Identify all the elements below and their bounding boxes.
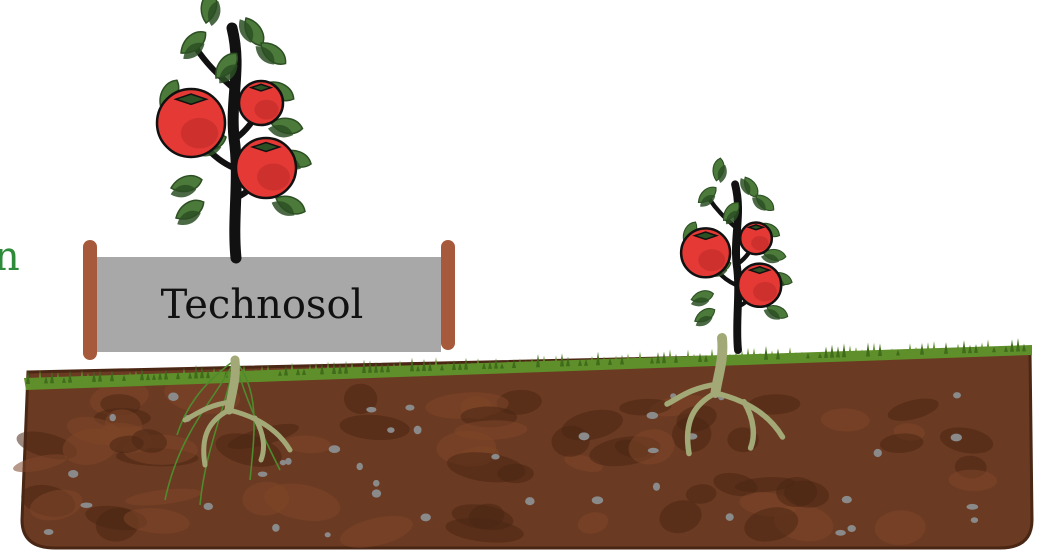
pebble [967, 504, 979, 510]
pebble [647, 412, 658, 419]
pebble [372, 489, 381, 497]
pebble [648, 448, 659, 453]
tomato [239, 81, 283, 125]
pebble [653, 483, 660, 491]
pebble [847, 525, 855, 532]
tomato-plant-small [679, 157, 794, 350]
grass-blade [962, 340, 966, 353]
technosol-planter: Technosol [83, 240, 455, 360]
pebble [272, 524, 279, 532]
tomato-plant-large [154, 0, 314, 258]
pebble [525, 497, 534, 505]
grass-blade [926, 342, 930, 354]
pebble [44, 529, 54, 535]
planter-post-left [83, 240, 97, 360]
grass-blade [932, 341, 936, 354]
leaf [691, 305, 719, 330]
tomato [681, 228, 730, 277]
pebble [285, 458, 292, 465]
pebble [951, 434, 962, 442]
grass-blade [746, 348, 750, 361]
grass-blade [764, 346, 768, 360]
leaf [694, 183, 722, 210]
edge-text-fragment: n [0, 234, 20, 280]
planter-post-right [441, 240, 455, 350]
grass-blade [872, 343, 876, 357]
grass-blade [986, 339, 990, 352]
pebble [726, 513, 734, 521]
grass-blade [830, 345, 834, 358]
pebble [421, 514, 431, 522]
grass-blade [752, 348, 756, 360]
pebble [491, 454, 499, 460]
pebble [592, 496, 603, 504]
planter-label: Technosol [161, 282, 364, 328]
leaf [198, 0, 223, 27]
leaf [167, 172, 205, 200]
pebble [835, 530, 846, 536]
pebble [109, 414, 116, 421]
leaf [688, 288, 715, 308]
tomato [236, 138, 296, 198]
grass-blade [668, 349, 672, 363]
pebble [168, 393, 178, 401]
pebble [329, 445, 340, 453]
pebble [842, 496, 852, 503]
pebble [280, 460, 286, 465]
grass-blade [710, 349, 714, 362]
grass-blade [1010, 339, 1014, 351]
pebble [405, 405, 414, 411]
pebble [68, 470, 78, 478]
pebble [953, 392, 961, 398]
tomato [740, 223, 772, 255]
pebble [366, 407, 376, 413]
leaf [171, 196, 210, 230]
leaf [711, 157, 729, 184]
grass-blade [842, 343, 846, 357]
grass-blade [686, 349, 690, 362]
pebble [579, 432, 590, 440]
pebble [258, 471, 268, 476]
pebble [373, 480, 380, 487]
tomato [157, 89, 225, 157]
leaf [175, 27, 214, 64]
pebble [971, 517, 978, 523]
pebble [80, 503, 92, 508]
pebble [356, 463, 362, 470]
grass-blade [1016, 338, 1020, 351]
pebble [204, 503, 213, 510]
pebble [325, 532, 331, 537]
grass-blade [866, 343, 870, 357]
pebble [387, 427, 394, 433]
pebble [874, 449, 882, 457]
grass-blade [878, 343, 882, 356]
tomato [738, 264, 781, 307]
pebble [414, 426, 422, 435]
